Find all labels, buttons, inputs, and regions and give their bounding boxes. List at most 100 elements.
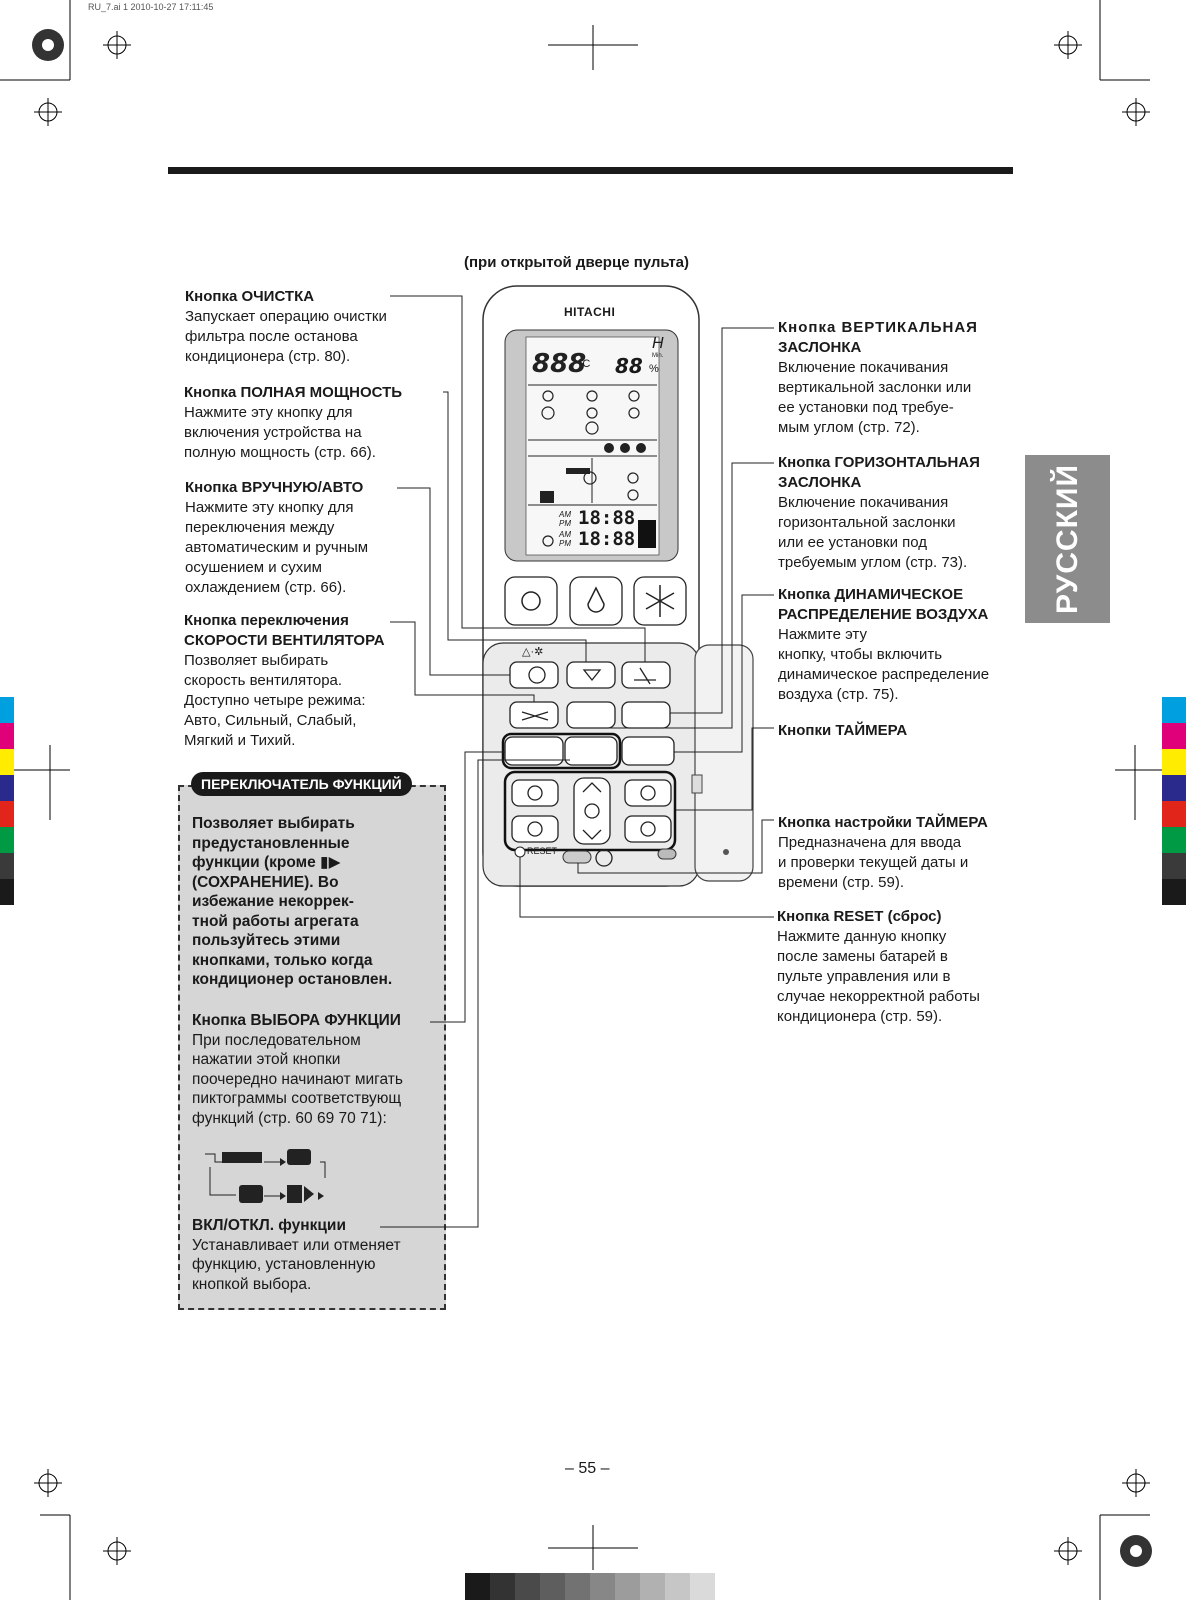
manual-auto-line: Нажмите эту кнопку для bbox=[185, 499, 354, 516]
reset-line: кондиционера (стр. 59). bbox=[777, 1008, 943, 1025]
manual-auto-line: осушением и сухим bbox=[185, 559, 322, 576]
lcd-pm-1: PM bbox=[559, 519, 571, 528]
cleaning-title: Кнопка ОЧИСТКА bbox=[185, 288, 315, 305]
function-switch-box bbox=[178, 785, 446, 1310]
horizontal-louver-title: Кнопка ГОРИЗОНТАЛЬНАЯ bbox=[778, 454, 980, 471]
timer-set-line: времени (стр. 59). bbox=[778, 874, 905, 891]
fan-speed-title: Кнопка переключения bbox=[184, 612, 349, 629]
full-power-line: полную мощность (стр. 66). bbox=[184, 444, 376, 461]
fan-speed-block: Кнопка переключения СКОРОСТИ ВЕНТИЛЯТОРА… bbox=[184, 611, 454, 751]
func-onoff-title: ВКЛ/ОТКЛ. функции bbox=[192, 1217, 346, 1234]
air-distribution-line: воздуха (стр. 75). bbox=[778, 686, 899, 703]
reset-title: Кнопка RESET (сброс) bbox=[777, 908, 942, 925]
lcd-pm-2: PM bbox=[559, 539, 571, 548]
air-distribution-button bbox=[621, 736, 675, 766]
manual-auto-line: автоматическим и ручным bbox=[185, 539, 369, 556]
func-select-line: пиктограммы соответствующ bbox=[192, 1090, 402, 1107]
vertical-louver-line: вертикальной заслонки или bbox=[778, 379, 972, 396]
func-onoff-line: кнопкой выбора. bbox=[192, 1275, 312, 1293]
lcd-time-2: 18:88 bbox=[578, 528, 636, 550]
manual-auto-line: переключения между bbox=[185, 519, 335, 536]
header-rule bbox=[168, 167, 1013, 174]
func-onoff-line: функцию, установленную bbox=[192, 1256, 376, 1273]
func-desc-line: тной работы агрегата bbox=[192, 912, 359, 930]
timer-buttons-block: Кнопки ТАЙМЕРА bbox=[778, 721, 1028, 741]
reset-label: RESET bbox=[527, 846, 558, 856]
timer-set-title: Кнопка настройки ТАЙМЕРА bbox=[778, 814, 988, 831]
vertical-louver-title: Кнопка ВЕРТИКАЛЬНАЯ bbox=[778, 319, 978, 336]
timer-button-group bbox=[503, 770, 677, 852]
horizontal-louver-block: Кнопка ГОРИЗОНТАЛЬНАЯ ЗАСЛОНКА Включение… bbox=[778, 453, 1028, 573]
func-select-line: При последовательном bbox=[192, 1031, 361, 1049]
timer-set-button bbox=[624, 779, 672, 807]
air-distribution-title-2: РАСПРЕДЕЛЕНИЕ ВОЗДУХА bbox=[778, 606, 989, 623]
cleaning-button bbox=[621, 661, 671, 689]
lcd-humidity: 88 bbox=[615, 354, 643, 378]
func-onoff-block: ВКЛ/ОТКЛ. функции Устанавливает или отме… bbox=[192, 1216, 442, 1294]
horizontal-louver-line: Включение покачивания bbox=[778, 494, 949, 511]
air-distribution-line: кнопку, чтобы включить bbox=[778, 646, 943, 663]
horizontal-louver-line: горизонтальной заслонки bbox=[778, 514, 956, 531]
full-power-line: Нажмите эту кнопку для bbox=[184, 404, 353, 421]
func-select-title: Кнопка ВЫБОРА ФУНКЦИИ bbox=[192, 1012, 401, 1029]
air-distribution-title: Кнопка ДИНАМИЧЕСКОЕ bbox=[778, 586, 964, 603]
manual-auto-line: охлаждением (стр. 66). bbox=[185, 579, 347, 596]
func-desc-line: кнопками, только когда bbox=[192, 951, 373, 969]
fan-speed-title-2: СКОРОСТИ ВЕНТИЛЯТОРА bbox=[184, 632, 385, 649]
vertical-louver-line: ее установки под требуе- bbox=[778, 399, 954, 416]
timer-off-button bbox=[511, 815, 559, 843]
fan-speed-line: скорость вентилятора. bbox=[184, 672, 343, 689]
color-bar-right bbox=[1162, 697, 1186, 905]
lcd-time-1: 18:88 bbox=[578, 507, 636, 529]
reset-line: случае некорректной работы bbox=[777, 988, 980, 1005]
gray-scale-strip bbox=[465, 1573, 715, 1600]
timer-set-line: и проверки текущей даты и bbox=[778, 854, 969, 871]
func-desc-line: функции (кроме ▮▶ bbox=[192, 854, 341, 871]
vertical-louver-title-2: ЗАСЛОНКА bbox=[778, 339, 862, 356]
lcd-temp-unit: °C bbox=[578, 358, 591, 370]
horizontal-louver-line: или ее установки под bbox=[778, 534, 927, 551]
full-power-button bbox=[566, 661, 616, 689]
func-desc-line: пользуйтесь этими bbox=[192, 932, 341, 949]
reset-line: пульте управления или в bbox=[777, 968, 951, 985]
vertical-louver-block: Кнопка ВЕРТИКАЛЬНАЯ ЗАСЛОНКА Включение п… bbox=[778, 318, 1028, 438]
manual-auto-block: Кнопка ВРУЧНУЮ/АВТО Нажмите эту кнопку д… bbox=[185, 478, 455, 598]
vertical-louver-line: мым углом (стр. 72). bbox=[778, 419, 920, 436]
function-onoff-button bbox=[564, 736, 618, 766]
language-tab: РУССКИЙ bbox=[1025, 455, 1110, 623]
timer-set-line: Предназначена для ввода bbox=[778, 834, 962, 851]
func-select-line: поочередно начинают мигать bbox=[192, 1070, 403, 1088]
full-power-block: Кнопка ПОЛНАЯ МОЩНОСТЬ Нажмите эту кнопк… bbox=[184, 383, 454, 463]
func-select-line: функций (стр. 60 69 70 71): bbox=[192, 1109, 387, 1127]
mode-group-label: △·✲ bbox=[522, 646, 544, 658]
full-power-line: включения устройства на bbox=[184, 424, 362, 441]
reset-line: Нажмите данную кнопку bbox=[777, 928, 947, 945]
reset-line: после замены батарей в bbox=[777, 948, 948, 965]
air-distribution-line: Нажмите эту bbox=[778, 626, 867, 643]
timer-cancel-button bbox=[624, 815, 672, 843]
func-desc-line: кондиционер остановлен. bbox=[192, 971, 393, 988]
fan-speed-line: Авто, Сильный, Слабый, bbox=[184, 712, 357, 729]
color-bar-left bbox=[0, 697, 14, 905]
cleaning-line: Запускает операцию очистки bbox=[185, 308, 387, 325]
remote-door bbox=[694, 644, 754, 882]
caption: (при открытой дверце пульта) bbox=[464, 254, 690, 271]
air-distribution-line: динамическое распределение bbox=[778, 666, 990, 683]
reset-block: Кнопка RESET (сброс) Нажмите данную кноп… bbox=[777, 907, 1027, 1027]
function-switch-title: ПЕРЕКЛЮЧАТЕЛЬ ФУНКЦИЙ bbox=[191, 772, 412, 796]
func-desc-line: Позволяет выбирать bbox=[192, 815, 355, 832]
cleaning-block: Кнопка ОЧИСТКА Запускает операцию очистк… bbox=[185, 287, 455, 367]
print-slug: RU_7.ai 1 2010-10-27 17:11:45 bbox=[88, 2, 214, 12]
lcd-am-2: AM bbox=[559, 530, 571, 539]
horizontal-louver-title-2: ЗАСЛОНКА bbox=[778, 474, 862, 491]
vertical-louver-button bbox=[621, 701, 671, 729]
lcd-am-1: AM bbox=[559, 510, 571, 519]
brand-logo: HITACHI bbox=[564, 305, 616, 319]
leader-lines bbox=[205, 295, 774, 1228]
manual-auto-title: Кнопка ВРУЧНУЮ/АВТО bbox=[185, 479, 364, 496]
cleaning-line: фильтра после останова bbox=[185, 328, 358, 345]
fan-speed-line: Доступно четыре режима: bbox=[184, 692, 366, 709]
func-onoff-line: Устанавливает или отменяет bbox=[192, 1236, 401, 1254]
lcd-h-label: H bbox=[652, 335, 664, 352]
